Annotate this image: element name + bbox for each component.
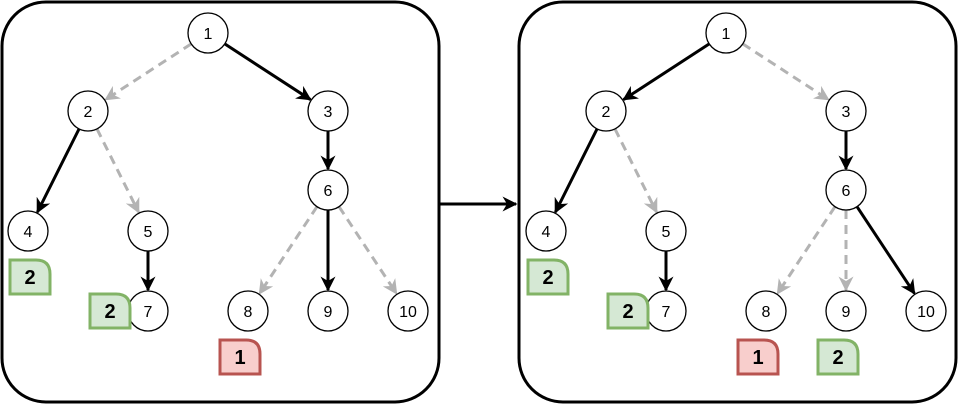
- node-label: 8: [244, 304, 253, 321]
- edge-right-6-10-solid: [855, 205, 916, 295]
- edge-right-6-8-dashed: [776, 205, 837, 295]
- node-left-3: 3: [307, 90, 349, 132]
- badge-left-4-green: 2: [8, 258, 52, 296]
- node-label: 4: [24, 224, 33, 241]
- badge-right-9-green: 2: [816, 338, 860, 376]
- badge-label: 2: [24, 267, 35, 289]
- node-right-6: 6: [825, 169, 867, 211]
- node-label: 4: [542, 224, 551, 241]
- node-label: 7: [662, 304, 671, 321]
- badge-right-4-green: 2: [526, 258, 570, 296]
- node-left-4: 4: [7, 210, 49, 252]
- node-label: 1: [204, 26, 213, 43]
- edge-right-1-3-dashed: [741, 42, 830, 101]
- node-left-2: 2: [67, 90, 109, 132]
- badge-left-7-green: 2: [88, 292, 132, 330]
- node-circle: [67, 90, 109, 132]
- node-circle: [745, 290, 787, 332]
- node-left-8: 8: [227, 290, 269, 332]
- badge-box: [736, 338, 780, 376]
- node-circle: [905, 290, 947, 332]
- node-circle: [525, 210, 567, 252]
- badge-box: [8, 258, 52, 296]
- node-left-10: 10: [387, 290, 429, 332]
- node-left-5: 5: [127, 210, 169, 252]
- node-circle: [127, 210, 169, 252]
- node-circle: [705, 12, 747, 54]
- node-left-9: 9: [307, 290, 349, 332]
- node-circle: [825, 90, 867, 132]
- node-circle: [307, 169, 349, 211]
- node-circle: [387, 290, 429, 332]
- edge-left-1-2-dashed: [104, 42, 193, 101]
- node-label: 6: [842, 183, 851, 200]
- node-label: 2: [602, 104, 611, 121]
- badge-box: [88, 292, 132, 330]
- node-right-4: 4: [525, 210, 567, 252]
- badge-label: 2: [622, 301, 633, 323]
- node-label: 10: [399, 304, 417, 321]
- badge-left-8-red: 1: [218, 338, 262, 376]
- node-circle: [227, 290, 269, 332]
- badge-right-7-green: 2: [606, 292, 650, 330]
- node-label: 9: [324, 304, 333, 321]
- node-right-2: 2: [585, 90, 627, 132]
- badge-right-8-red: 1: [736, 338, 780, 376]
- node-label: 10: [917, 304, 935, 321]
- node-circle: [187, 12, 229, 54]
- edge-left-1-3-solid: [223, 42, 312, 101]
- badge-label: 2: [542, 267, 553, 289]
- node-label: 1: [722, 26, 731, 43]
- badge-box: [218, 338, 262, 376]
- node-label: 3: [324, 104, 333, 121]
- node-left-1: 1: [187, 12, 229, 54]
- node-right-1: 1: [705, 12, 747, 54]
- badge-box: [526, 258, 570, 296]
- node-circle: [307, 90, 349, 132]
- node-left-7: 7: [127, 290, 169, 332]
- edge-left-6-10-dashed: [337, 205, 398, 295]
- node-circle: [825, 169, 867, 211]
- node-circle: [825, 290, 867, 332]
- edge-left-2-5-dashed: [95, 128, 140, 214]
- node-label: 5: [144, 224, 153, 241]
- node-right-5: 5: [645, 210, 687, 252]
- node-circle: [645, 210, 687, 252]
- badge-label: 1: [752, 347, 763, 369]
- node-label: 3: [842, 104, 851, 121]
- node-right-7: 7: [645, 290, 687, 332]
- node-left-6: 6: [307, 169, 349, 211]
- node-label: 7: [144, 304, 153, 321]
- edge-right-2-5-dashed: [613, 128, 658, 214]
- edge-left-2-4-solid: [36, 128, 81, 214]
- badge-label: 2: [104, 301, 115, 323]
- badge-box: [606, 292, 650, 330]
- node-right-9: 9: [825, 290, 867, 332]
- node-label: 2: [84, 104, 93, 121]
- node-circle: [307, 290, 349, 332]
- badge-label: 1: [234, 347, 245, 369]
- node-right-3: 3: [825, 90, 867, 132]
- edge-left-6-8-dashed: [258, 205, 319, 295]
- badge-label: 2: [832, 347, 843, 369]
- badge-box: [816, 338, 860, 376]
- node-label: 5: [662, 224, 671, 241]
- edge-right-1-2-solid: [622, 42, 711, 101]
- node-right-10: 10: [905, 290, 947, 332]
- node-circle: [7, 210, 49, 252]
- node-right-8: 8: [745, 290, 787, 332]
- node-label: 8: [762, 304, 771, 321]
- node-label: 9: [842, 304, 851, 321]
- node-label: 6: [324, 183, 333, 200]
- node-circle: [585, 90, 627, 132]
- edge-right-2-4-solid: [554, 128, 599, 214]
